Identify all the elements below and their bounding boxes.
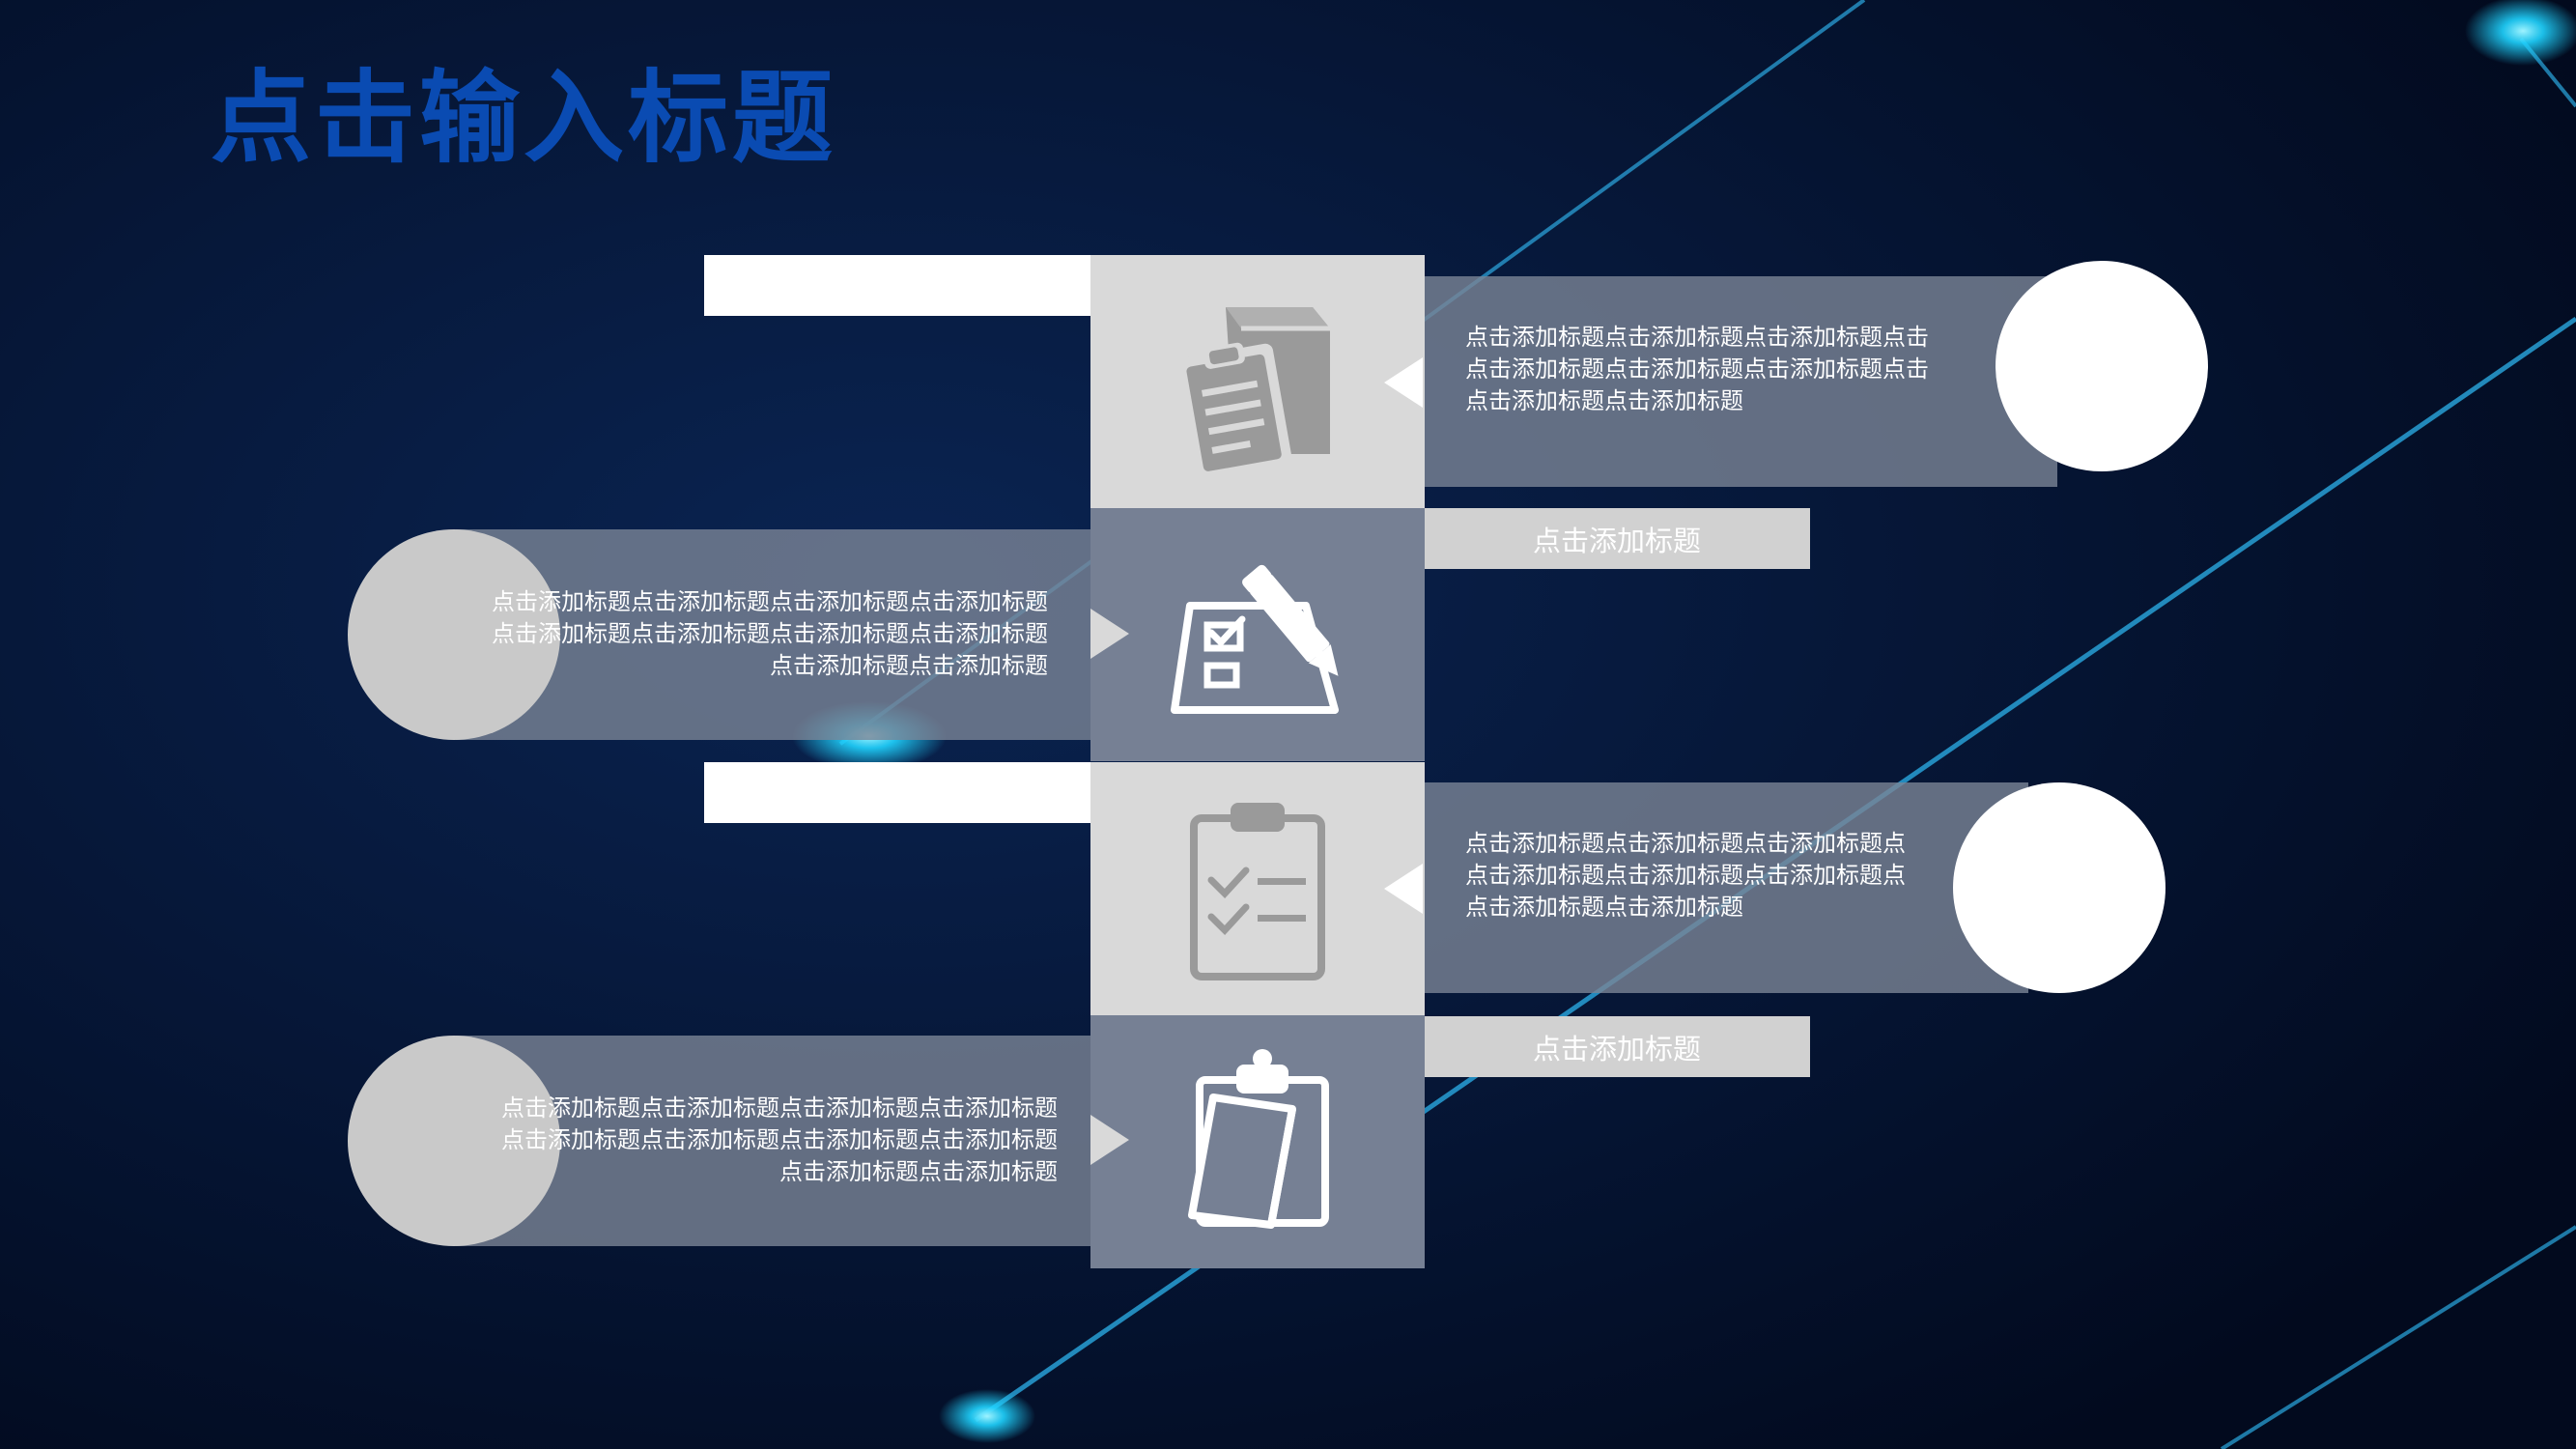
item-1-label[interactable]: 点击添加标题: [1424, 508, 1810, 569]
item-2-circle: [348, 529, 560, 740]
pointer-arrow-1: [1384, 357, 1423, 408]
accent-bar-1: [704, 255, 1090, 316]
item-3-circle: [1953, 782, 2166, 993]
accent-bar-2: [704, 762, 1090, 823]
item-4-circle: [348, 1036, 560, 1246]
icon-tile-2: [1090, 508, 1425, 761]
text-band-2: [456, 529, 1091, 740]
item-1-text[interactable]: 点击添加标题点击添加标题点击添加标题点击 点击添加标题点击添加标题点击添加标题点…: [1465, 324, 1929, 414]
icon-tile-1: [1090, 255, 1425, 508]
page-title[interactable]: 点击输入标题: [211, 59, 837, 177]
package-clipboard-icon: [1175, 307, 1330, 473]
pointer-arrow-2: [1090, 609, 1129, 659]
item-3-text[interactable]: 点击添加标题点击添加标题点击添加标题点 点击添加标题点击添加标题点击添加标题点 …: [1465, 830, 1906, 921]
checklist-pen-icon: [1171, 564, 1339, 714]
pointer-arrow-3: [1384, 864, 1423, 914]
item-4-text[interactable]: 点击添加标题点击添加标题点击添加标题点击添加标题 点击添加标题点击添加标题点击添…: [501, 1094, 1058, 1185]
item-3-label[interactable]: 点击添加标题: [1424, 1016, 1810, 1077]
clipboard-documents-icon: [1188, 1049, 1329, 1229]
text-band-4: [456, 1036, 1091, 1246]
item-2-text[interactable]: 点击添加标题点击添加标题点击添加标题点击添加标题 点击添加标题点击添加标题点击添…: [492, 588, 1048, 679]
icon-tile-4: [1090, 1015, 1425, 1268]
clipboard-checklist-icon: [1190, 803, 1325, 980]
icon-tile-3: [1090, 762, 1425, 1015]
text-band-1: [1425, 276, 2057, 487]
item-1-circle: [1996, 261, 2208, 471]
text-band-3: [1425, 782, 2028, 993]
pointer-arrow-4: [1090, 1115, 1129, 1165]
